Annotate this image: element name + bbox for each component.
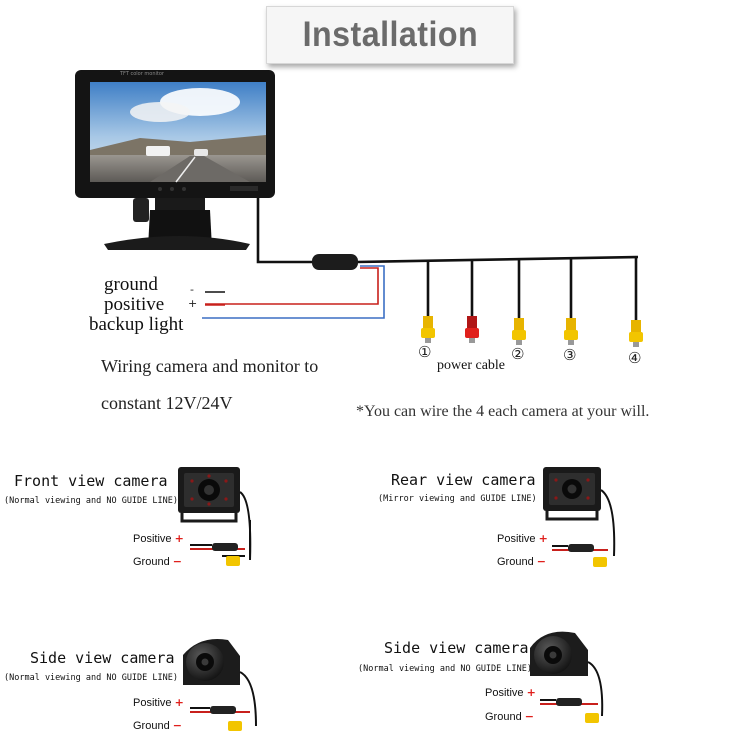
page-title: Installation [302,15,478,54]
power-cable-label: power cable [437,358,506,373]
monitor-brand: TFT color monitor [120,71,164,77]
camera-2-subtitle: (Mirror viewing and GUIDE LINE) [378,494,537,504]
connector-number-4: ④ [628,349,642,367]
camera-1-ground: Ground − [133,555,182,568]
camera-2-ground: Ground − [497,555,546,568]
instruction-line-2: constant 12V/24V [101,393,233,413]
cable-junction [312,254,358,270]
camera-4-positive: Positive + [485,686,536,699]
connector-1 [421,316,435,343]
connector-number-1: ① [418,343,432,361]
camera-3-ground: Ground − [133,719,182,732]
connector-number-2: ② [511,345,525,363]
instruction-line-1: Wiring camera and monitor to [101,356,319,376]
rear-camera [543,467,616,567]
positive-sign: + [188,297,198,310]
power-cable [256,198,639,322]
connector-number-3: ③ [563,346,577,364]
ground-sign: - [190,283,194,296]
side-camera-right [530,631,604,723]
front-camera [178,467,252,566]
camera-3-subtitle: (Normal viewing and NO GUIDE LINE) [4,673,178,683]
camera-4-subtitle: (Normal viewing and NO GUIDE LINE) [358,664,532,674]
connector-power [465,316,479,343]
positive-label: positive [104,294,165,315]
camera-3-positive: Positive + [133,696,184,709]
title-banner: Installation [266,6,514,64]
camera-3-title: Side view camera [30,649,175,667]
connector-4 [629,320,643,347]
camera-2-title: Rear view camera [391,471,536,489]
camera-1-positive: Positive + [133,532,184,545]
camera-1-subtitle: (Normal viewing and NO GUIDE LINE) [4,496,178,506]
camera-4-title: Side view camera [384,639,529,657]
camera-2-positive: Positive + [497,532,548,545]
ground-label: ground [104,274,158,295]
camera-1-title: Front view camera [14,472,168,490]
side-camera-left [183,639,257,731]
connector-2 [512,318,526,345]
monitor [75,70,275,250]
backup-light-label: backup light [89,314,184,335]
backup-wire [202,265,385,319]
note-text: *You can wire the 4 each camera at your … [356,403,650,420]
camera-4-ground: Ground − [485,710,534,723]
connector-3 [564,318,578,345]
